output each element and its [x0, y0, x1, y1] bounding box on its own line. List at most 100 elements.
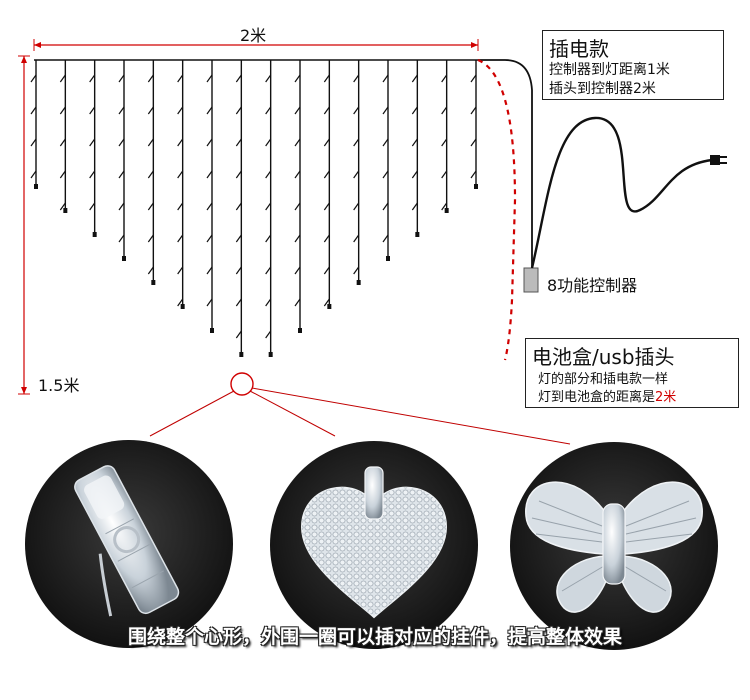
led-bulb	[353, 234, 360, 243]
led-bulb	[470, 170, 477, 179]
led-bulb	[118, 170, 125, 179]
led-bulb	[206, 202, 213, 211]
controller-label: 8功能控制器	[547, 276, 638, 295]
led-bulb	[353, 202, 360, 211]
strand-end-bulb	[298, 328, 302, 333]
led-bulb	[441, 106, 448, 115]
led-bulb	[177, 170, 184, 179]
led-bulb	[118, 74, 125, 83]
led-bulb	[118, 234, 125, 243]
battery-model-line-2: 灯到电池盒的距离是2米	[538, 386, 676, 405]
plug-model-box: 插电款 控制器到灯距离1米 插头到控制器2米	[542, 30, 724, 100]
led-bulb	[294, 74, 301, 83]
strand-end-bulb	[327, 304, 332, 309]
led-bulb	[118, 202, 125, 211]
led-bulb	[382, 234, 389, 243]
plug-cable	[530, 116, 713, 269]
led-bulb	[177, 298, 184, 307]
led-bulb	[147, 170, 154, 179]
led-bulb	[89, 202, 96, 211]
led-bulb	[294, 234, 301, 243]
led-bulb	[294, 106, 301, 115]
led-bulb	[294, 202, 301, 211]
battery-model-line-1: 灯的部分和插电款一样	[538, 372, 669, 387]
led-bulb	[470, 74, 477, 83]
butterfly-pendant	[525, 481, 703, 613]
strand-end-bulb	[474, 184, 478, 189]
led-bulb	[235, 106, 242, 115]
led-bulb	[411, 202, 418, 211]
light-strands	[30, 60, 478, 357]
led-bulb	[265, 298, 272, 307]
strand-end-bulb	[92, 232, 97, 237]
led-bulb	[89, 74, 96, 83]
plug-model-line-1: 控制器到灯距离1米	[549, 62, 670, 78]
led-bulb	[235, 202, 242, 211]
zoom-lines	[149, 387, 571, 445]
led-bulb	[235, 330, 242, 339]
battery-model-title: 电池盒/usb插头	[532, 345, 675, 369]
plug-icon	[710, 155, 727, 165]
led-bulb	[323, 298, 330, 307]
strand-end-bulb	[180, 304, 185, 309]
led-bulb	[382, 106, 389, 115]
led-bulb	[59, 138, 66, 147]
heart-pendant-photo	[270, 441, 478, 649]
bottom-caption: 围绕整个心形，外围一圈可以插对应的挂件，提高整体效果	[127, 626, 622, 648]
led-bulb	[147, 266, 154, 275]
led-bulb	[177, 106, 184, 115]
led-bulb	[59, 74, 66, 83]
led-bulb	[265, 74, 272, 83]
led-bulb	[294, 138, 301, 147]
led-bulb	[206, 234, 213, 243]
strand-end-bulb	[386, 256, 390, 261]
led-bulb	[411, 106, 418, 115]
led-bulb	[177, 234, 184, 243]
led-bulb	[265, 330, 272, 339]
led-bulb	[265, 266, 272, 275]
led-bulb	[89, 106, 96, 115]
led-bulb	[89, 170, 96, 179]
led-bulb	[235, 138, 242, 147]
led-bulb	[382, 138, 389, 147]
led-bulb	[177, 266, 184, 275]
led-bulb	[470, 106, 477, 115]
led-bulb	[294, 266, 301, 275]
led-bulb	[206, 266, 213, 275]
battery-lead	[477, 58, 517, 361]
led-bulb	[323, 234, 330, 243]
strand-end-bulb	[239, 352, 244, 357]
width-label: 2米	[240, 26, 267, 45]
led-bulb	[206, 74, 213, 83]
main-wire	[34, 59, 533, 268]
plug-model-title: 插电款	[549, 37, 609, 61]
strand-end-bulb	[34, 184, 38, 189]
led-bulb	[206, 138, 213, 147]
led-bulb	[382, 202, 389, 211]
led-bulb	[206, 170, 213, 179]
led-bulb	[118, 106, 125, 115]
led-bulb	[470, 138, 477, 147]
led-bulb	[265, 138, 272, 147]
led-bulb	[265, 202, 272, 211]
led-bulb	[30, 74, 37, 83]
led-bulb	[441, 74, 448, 83]
zoom-circle	[230, 372, 254, 396]
width-dimension	[33, 39, 479, 51]
led-bulb	[118, 138, 125, 147]
height-label: 1.5米	[38, 376, 80, 395]
led-bulb	[235, 234, 242, 243]
led-bulb	[294, 170, 301, 179]
led-bulb	[59, 106, 66, 115]
led-bulb	[323, 74, 330, 83]
led-bulb	[353, 170, 360, 179]
led-bulb	[382, 74, 389, 83]
led-bulb	[235, 266, 242, 275]
strand-end-bulb	[151, 280, 156, 285]
strand-end-bulb	[210, 328, 214, 333]
led-bulb	[30, 106, 37, 115]
strand-end-bulb	[268, 352, 273, 357]
led-bulb	[323, 266, 330, 275]
led-bulb	[265, 234, 272, 243]
